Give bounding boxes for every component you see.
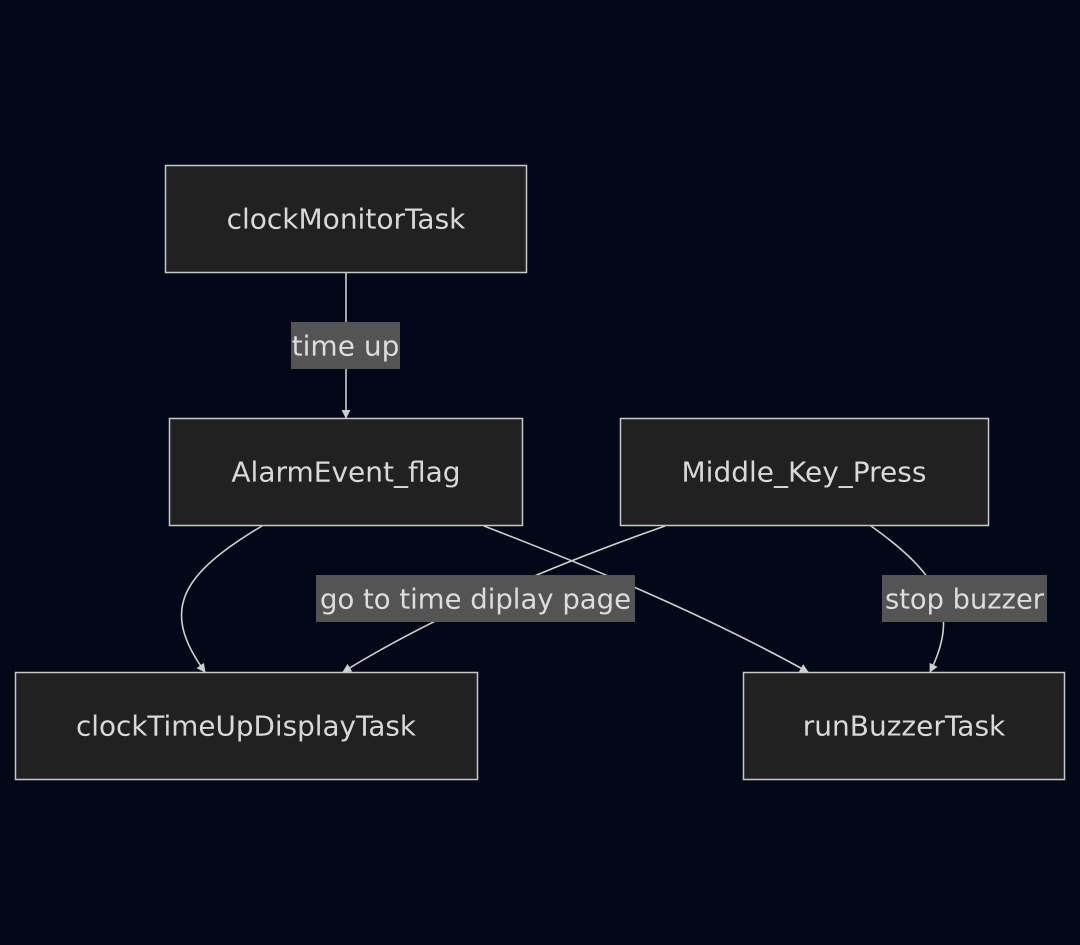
node-run-buzzer-task-label: runBuzzerTask: [803, 710, 1006, 743]
node-clock-monitor-task: clockMonitorTask: [164, 164, 528, 274]
edge-label-stop-buzzer: stop buzzer: [882, 575, 1047, 622]
edge-label-go-to-time-display: go to time diplay page: [316, 575, 635, 622]
node-clock-time-up-display-task: clockTimeUpDisplayTask: [14, 671, 479, 781]
node-middle-key-press: Middle_Key_Press: [619, 417, 990, 527]
node-run-buzzer-task: runBuzzerTask: [742, 671, 1066, 781]
node-alarm-event-flag-label: AlarmEvent_flag: [231, 456, 460, 489]
edge-label-time-up-text: time up: [292, 330, 400, 363]
node-alarm-event-flag: AlarmEvent_flag: [168, 417, 524, 527]
edge-label-time-up: time up: [291, 322, 400, 369]
edge-label-stop-buzzer-text: stop buzzer: [885, 583, 1044, 616]
edge-label-go-to-time-display-text: go to time diplay page: [320, 583, 631, 616]
edge-alarmevent-to-runbuzzer: [483, 525, 809, 673]
node-clock-time-up-display-task-label: clockTimeUpDisplayTask: [76, 710, 417, 743]
node-clock-monitor-task-label: clockMonitorTask: [227, 203, 467, 236]
node-middle-key-press-label: Middle_Key_Press: [682, 456, 927, 489]
edge-alarmevent-to-timeupdisplay: [180, 525, 263, 673]
